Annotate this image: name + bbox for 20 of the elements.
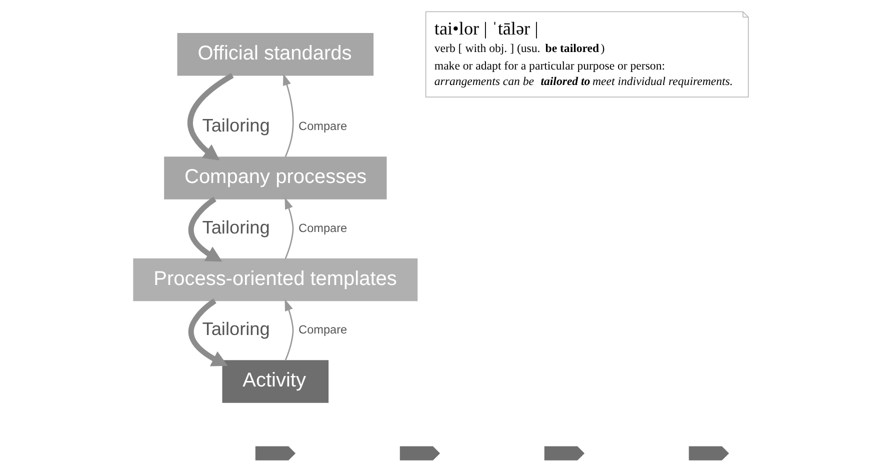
node-box: Official standards [176, 33, 374, 76]
edge-label: Tailoring [202, 319, 270, 340]
arrow [188, 196, 222, 262]
arrow [284, 197, 294, 259]
edge-label: Compare [298, 322, 347, 337]
node-box: Activity [222, 360, 328, 403]
arrow [282, 74, 294, 158]
node-box: Process-oriented templates [132, 258, 418, 302]
node-chevron [399, 446, 440, 460]
node-chevron [544, 446, 584, 460]
node-box: Company processes [164, 156, 386, 200]
arrow [188, 298, 228, 366]
node-chevron [254, 446, 296, 460]
arrow [284, 299, 294, 361]
edge-label: Compare [298, 220, 347, 235]
node-chevron [688, 446, 729, 460]
edge-label: Tailoring [202, 116, 270, 136]
arrow [187, 73, 234, 160]
edge-label: Compare [298, 119, 347, 134]
edge-label: Tailoring [202, 217, 270, 238]
